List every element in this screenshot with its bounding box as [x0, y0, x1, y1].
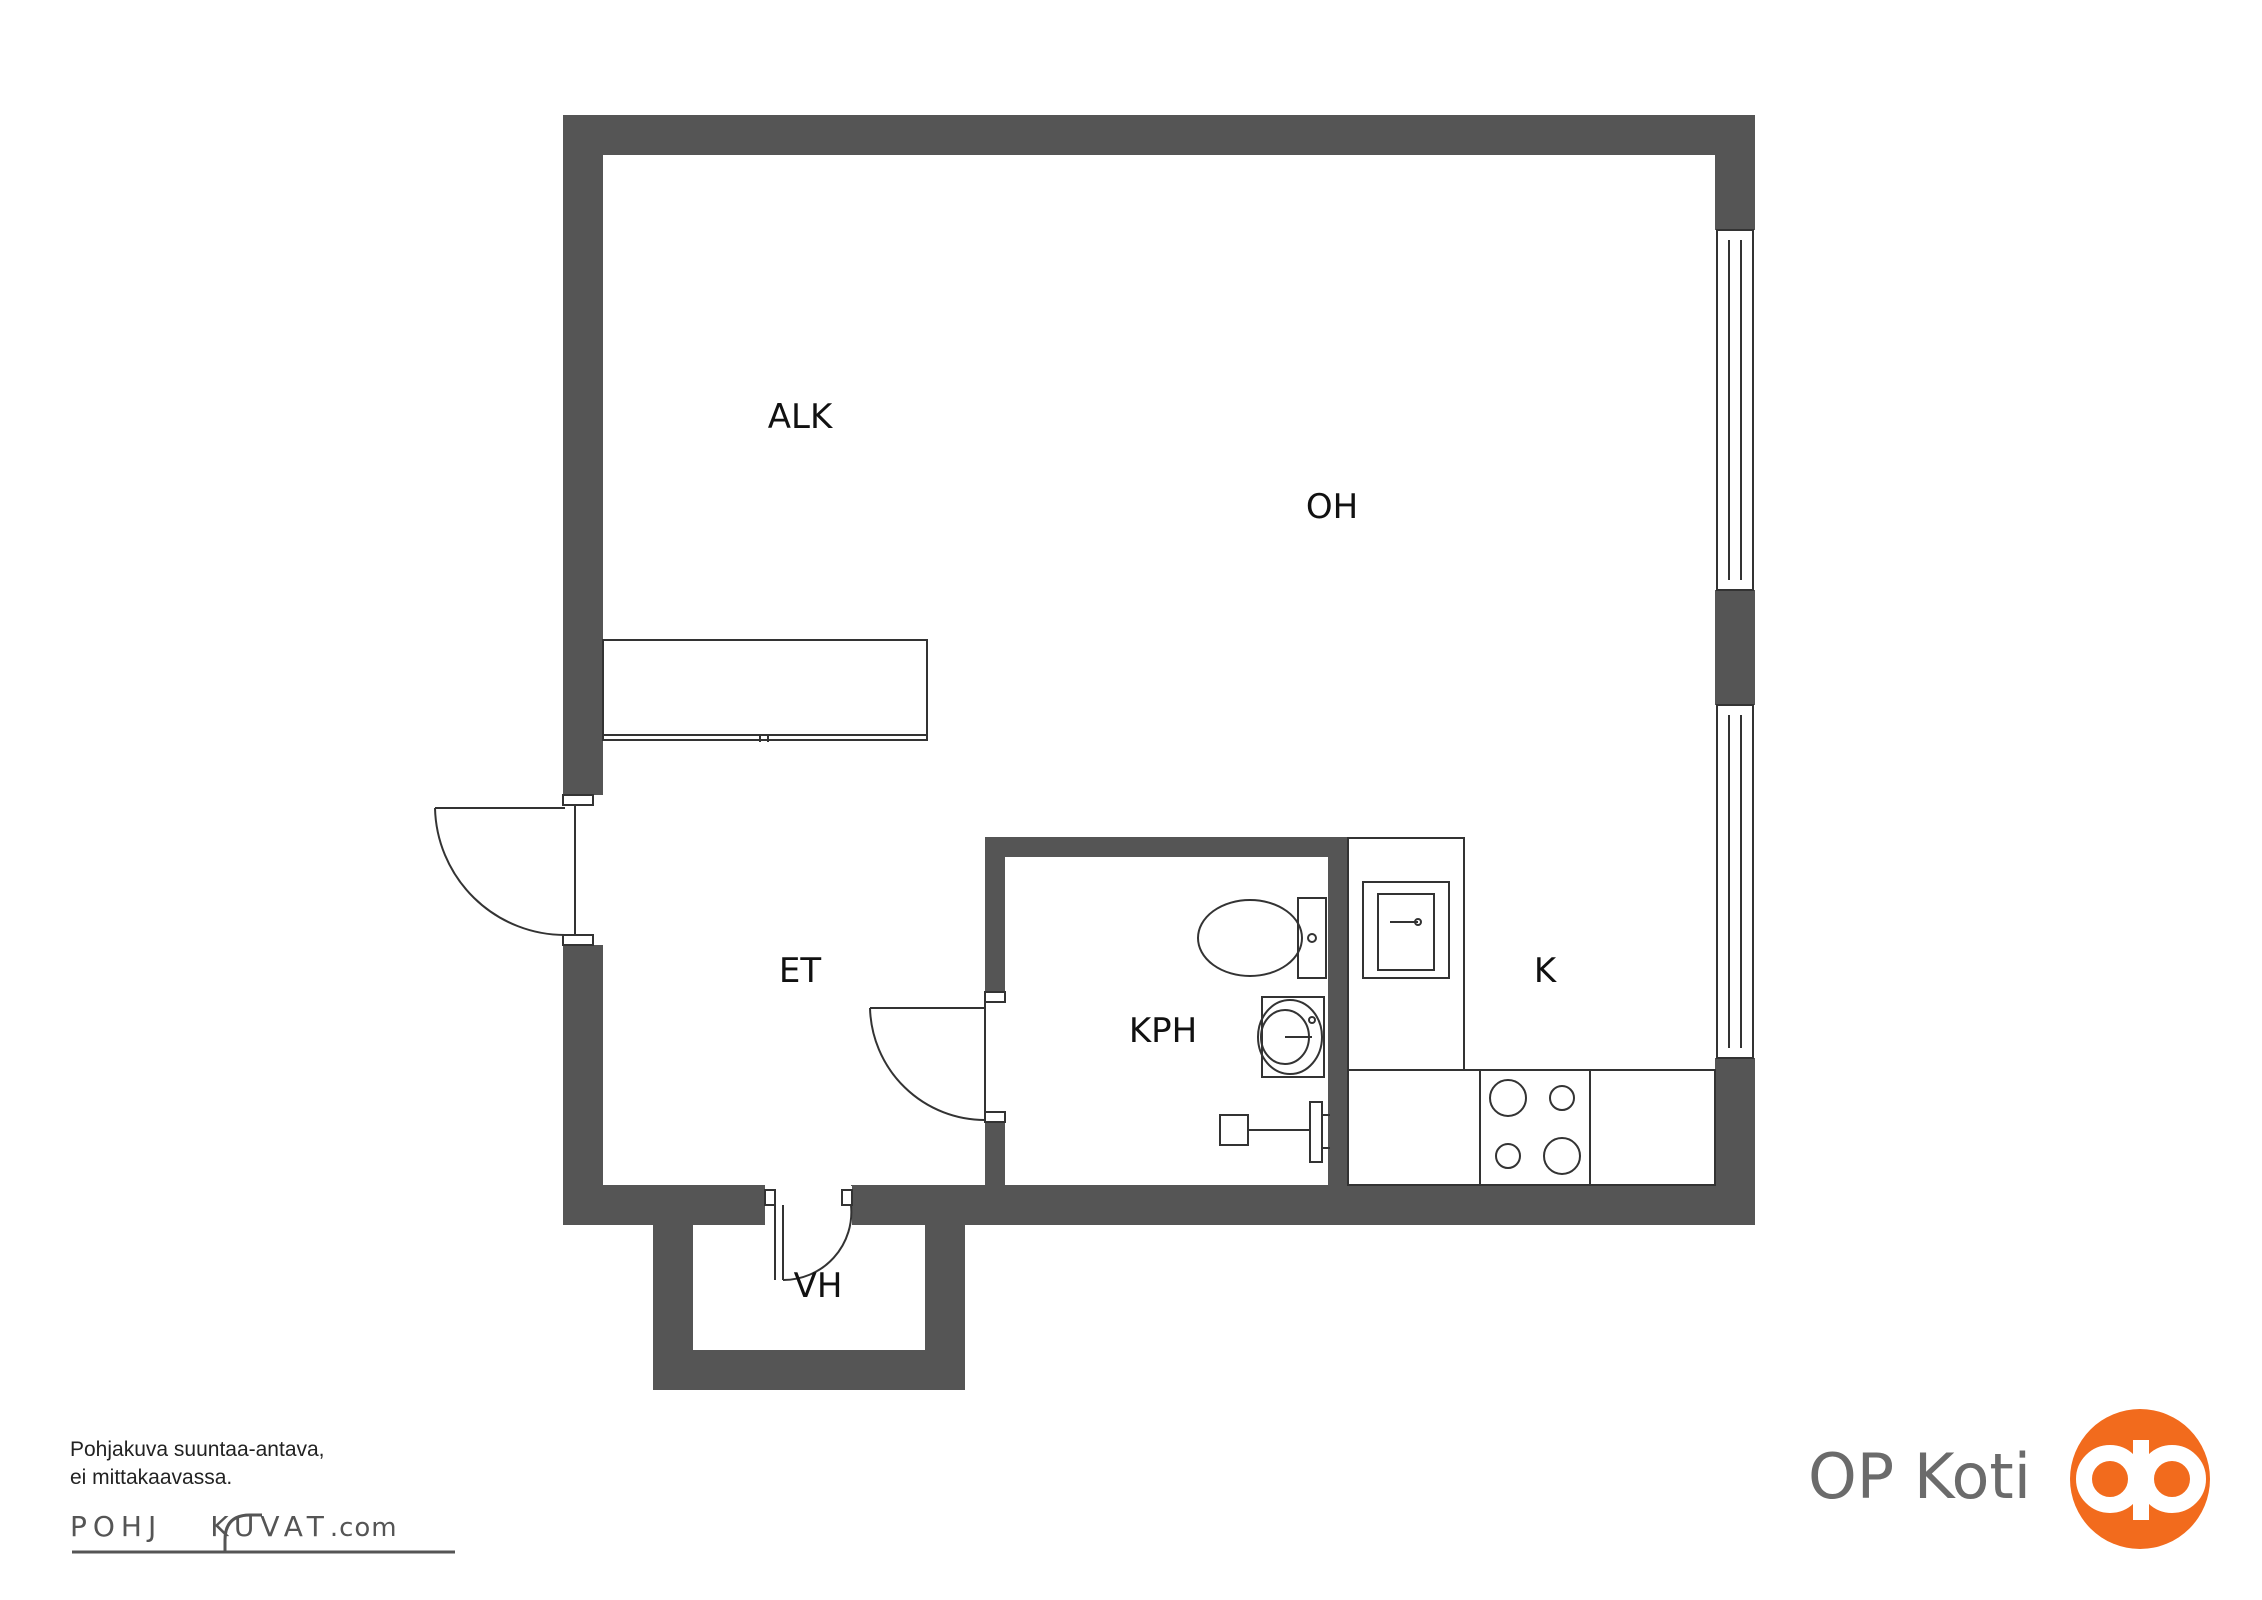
- room-label-alk: ALK: [768, 397, 834, 437]
- doors: [434, 794, 1006, 1282]
- pohjakuvat-logo: POHJ KUVAT .com: [70, 1510, 398, 1543]
- toilet-bowl: [1197, 899, 1303, 977]
- windows: [1716, 229, 1754, 1059]
- disclaimer-line-2: ei mittakaavassa.: [70, 1466, 233, 1489]
- kitchen-counter-left: [1347, 837, 1465, 1071]
- kitchen-fixtures: [1347, 837, 1716, 1186]
- window-lower: [1716, 704, 1754, 1059]
- room-label-oh: OH: [1306, 487, 1358, 527]
- disclaimer: Pohjakuva suuntaa-antava, ei mittakaavas…: [70, 1436, 325, 1492]
- room-label-k: K: [1534, 951, 1558, 991]
- window-upper: [1716, 229, 1754, 591]
- brand-right: KUVAT: [210, 1510, 330, 1543]
- brand-suffix: .com: [329, 1513, 398, 1543]
- pohjakuvat-logo-graphic: [72, 1513, 455, 1554]
- toilet-tank: [1297, 897, 1327, 979]
- walls: [563, 115, 1755, 1390]
- stove: [1479, 1069, 1591, 1186]
- kitchen-sink: [1362, 881, 1450, 979]
- op-logo-icon: [2070, 1409, 2210, 1549]
- room-label-et: ET: [779, 951, 821, 991]
- kitchen-counter-bottom: [1347, 1069, 1716, 1186]
- disclaimer-line-1: Pohjakuva suuntaa-antava,: [70, 1438, 325, 1461]
- bathroom-fixtures: [1197, 897, 1330, 1163]
- shower-head: [1219, 1114, 1249, 1146]
- stove-burner: [1549, 1085, 1575, 1111]
- room-label-vh: VH: [794, 1266, 843, 1306]
- op-koti-logo-text: OP Koti: [1808, 1440, 2031, 1513]
- stove-burner: [1489, 1079, 1527, 1117]
- stove-burner: [1495, 1143, 1521, 1169]
- room-label-kph: KPH: [1129, 1011, 1197, 1051]
- stove-burner: [1543, 1137, 1581, 1175]
- brand-left: POHJ: [70, 1510, 163, 1543]
- wardrobe: [602, 639, 928, 742]
